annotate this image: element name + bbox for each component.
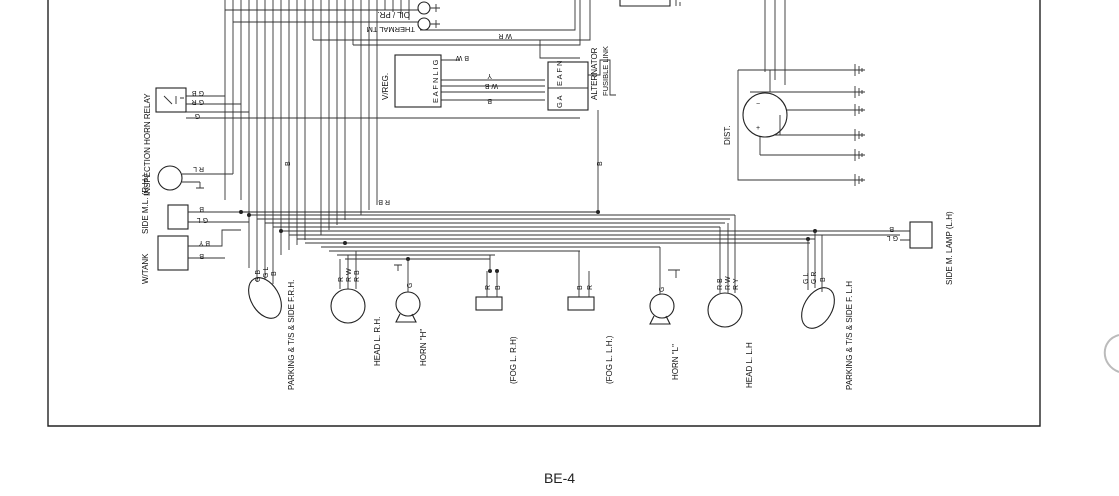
thermal-tm-label: THERMAL TM (367, 25, 415, 34)
w-tank-label: W/TANK (141, 253, 150, 284)
water-tank-sensor: W/TANK B Y B (141, 229, 241, 284)
wire-code-r-fr: R (485, 285, 492, 290)
alternator-ga: G A (555, 95, 564, 108)
alternator-terminals: E A F N (555, 61, 564, 86)
svg-text:−: − (756, 101, 760, 108)
wire-code-rl: R L (193, 165, 204, 172)
parking-rh-label: PARKING & T/S & SIDE F.R.H. (287, 280, 296, 390)
wire-code-wb: W B (484, 82, 498, 89)
wire-code-y: Y (487, 72, 492, 79)
side-marker-lamp-lh: B G L SIDE M. LAMP (L.H) (887, 211, 954, 285)
parking-lamp-lh: G L G R B PARKING & T/S & SIDE F. L.H (801, 231, 854, 390)
head-lamp-rh: R R W R B HEAD L. R.H. (330, 251, 382, 366)
wire-code-b-p: B (271, 271, 278, 276)
page-edge-mark (1103, 334, 1119, 373)
fusible-link-label: FUSIBLE LINK (601, 46, 610, 96)
fog-l-lh-label: (FOG L. L.H.) (605, 335, 614, 384)
wire-code-gl-sml: G L (197, 216, 208, 223)
parking-lamp-rh: G B G L B PARKING & T/S & SIDE F.R.H. (248, 267, 296, 390)
alternator-label: ALTERNATOR (590, 47, 599, 100)
oil-pressure-switch: OIL / PR. THERMAL TM (367, 1, 440, 34)
wire-code-b-fl: B (577, 285, 584, 290)
wire-code-r-h: R (338, 277, 345, 282)
diagram-frame (47, 0, 1041, 427)
wire-code-gr: G R (192, 98, 204, 105)
wire-code-gl-smlh: G L (887, 234, 898, 241)
top-component (619, 0, 671, 7)
side-ml-rh-label: SIDE M.L. (R.H.) (141, 174, 150, 234)
wire-code-gb-p: G B (255, 270, 262, 282)
wire-code-b-smlh: B (889, 225, 894, 232)
wire-code-g-hh: G (407, 283, 414, 288)
wire-code-g-hl: G (659, 287, 666, 292)
wire-code-b-fr: B (495, 285, 502, 290)
wire-code-rb-hl: R B (717, 278, 724, 290)
horn-l-label: HORN "L" (671, 344, 680, 380)
parking-lh-label: PARKING & T/S & SIDE F. L.H (845, 281, 854, 390)
wire-code-b-alt: B (597, 161, 604, 166)
side-marker-lamp-rh: SIDE M.L. (R.H.) B G L (141, 174, 249, 234)
wire-code-gl-pl: G L (803, 273, 810, 284)
head-l-rh-label: HEAD L. R.H. (373, 317, 382, 366)
svg-text:+: + (756, 125, 760, 132)
wire-code-rb-h: R B (354, 270, 361, 282)
wire-code-ry-hl: R Y (733, 278, 740, 290)
fog-lamp-lh: B R (FOG L. L.H.) (567, 251, 614, 384)
page-number: BE-4 (543, 470, 576, 486)
wire-code-rb-main: R B (378, 198, 390, 205)
wire-code-bw: B W (455, 54, 469, 61)
fog-lamp-rh: R B (FOG L. R.H) (475, 255, 518, 384)
horn-relay-coil: R L (157, 100, 234, 191)
wire-code-r-fl: R (587, 285, 594, 290)
wire-code-gb: G B (192, 89, 204, 96)
head-lamp-lh: R B R W R Y HEAD L. L.H (707, 215, 754, 388)
head-l-lh-label: HEAD L. L.H (745, 342, 754, 388)
main-harness: R B (239, 198, 900, 273)
wire-code-b-pl: B (820, 277, 827, 282)
side-m-lamp-lh-label: SIDE M. LAMP (L.H) (945, 211, 954, 285)
inspection-horn-relay-label: INSPECTION HORN RELAY (143, 93, 152, 196)
inspection-horn-relay: INSPECTION HORN RELAY G B G R G (143, 87, 580, 196)
alternator: E A F N G A ALTERNATOR FUSIBLE LINK B (539, 40, 616, 214)
horn-h-label: HORN "H" (419, 329, 428, 366)
oil-pr-label: OIL / PR. (377, 10, 410, 19)
v-reg-label: V/REG. (381, 73, 390, 100)
fog-l-rh-label: (FOG L. R.H) (509, 336, 518, 384)
horn-high: G HORN "H" (394, 259, 428, 366)
wire-code-b-vreg: B (487, 97, 492, 104)
dist-label: DIST. (723, 125, 732, 145)
wire-code-b-main: B (285, 161, 292, 166)
wire-code-gr-pl: G R (811, 272, 818, 284)
distributor: − + DIST. (723, 0, 865, 186)
wire-code-rw-hl: R W (725, 276, 732, 290)
wire-code-gl-p: G L (263, 267, 270, 278)
wire-code-by: B Y (199, 239, 210, 246)
wire-code-b-wt: B (199, 252, 204, 259)
v-reg-terminals: E A F N L I G (431, 59, 440, 103)
wire-code-rw-h: R W (346, 268, 353, 282)
top-wire-bundle (224, 0, 591, 268)
wire-code-g: G (195, 112, 200, 119)
voltage-regulator: V/REG. E A F N L I G B W Y W B B (381, 54, 545, 108)
wire-code-wr: W R (498, 32, 512, 39)
horn-low: G HORN "L" (649, 247, 680, 380)
wire-code-b-sml: B (199, 205, 204, 212)
